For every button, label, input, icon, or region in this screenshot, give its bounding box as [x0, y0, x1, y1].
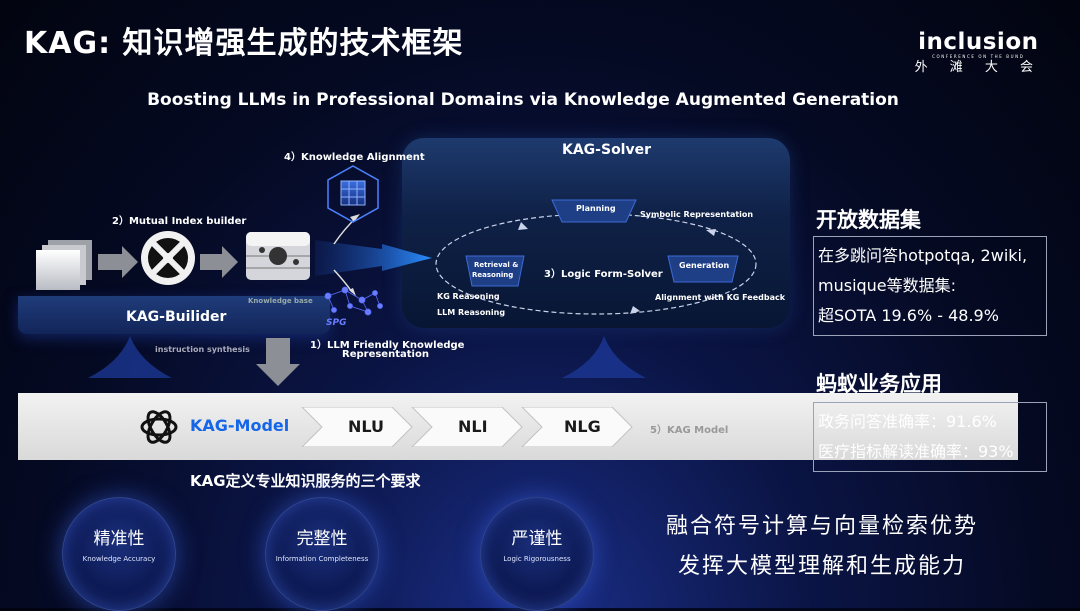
kag-solver-title: KAG-Solver — [562, 142, 652, 158]
knowledge-base-icon — [246, 232, 310, 280]
instruction-synthesis-label: instruction synthesis — [155, 345, 250, 354]
kag-builder-bar — [18, 296, 330, 334]
ant-business-heading: 蚂蚁业务应用 — [816, 372, 942, 396]
open-datasets-heading: 开放数据集 — [816, 208, 921, 232]
ant-business-line: 政务问答准确率：91.6% — [818, 412, 997, 431]
spg-graph-icon — [324, 286, 383, 316]
step-llm-friendly-line2: Representation — [342, 349, 429, 360]
requirement-completeness: 完整性 Information Completeness — [265, 497, 379, 611]
kag-builder-title: KAG-Builider — [126, 309, 227, 325]
logo-sub-text: 外 滩 大 会 — [914, 60, 1042, 75]
down-arrow-to-model — [256, 338, 300, 386]
builder-glow — [88, 336, 172, 378]
step-llm-friendly-line1: 1）LLM Friendly Knowledge — [310, 340, 465, 351]
documents-icon — [36, 240, 92, 290]
requirement-rigorousness: 严谨性 Logic Rigorousness — [480, 497, 594, 611]
planning-label: Planning — [576, 204, 616, 213]
requirement-accuracy-en: Knowledge Accuracy — [82, 555, 156, 563]
retrieval-label-line2: Reasoning — [472, 271, 514, 279]
generation-label: Generation — [679, 261, 730, 270]
step-logic-form-solver: 3）Logic Form-Solver — [544, 269, 663, 280]
retrieval-label-line1: Retrieval & — [474, 261, 519, 269]
step-kag-model: 5）KAG Model — [650, 425, 729, 436]
chevron-nlg-shape — [521, 407, 633, 447]
logo-main-text: inclusion — [918, 29, 1039, 55]
alignment-feedback-label: Alignment with KG Feedback — [655, 293, 786, 302]
chevron-nli-label: NLI — [458, 417, 488, 436]
ant-business-line: 医疗指标解读准确率：93% — [818, 442, 1014, 461]
open-datasets-line: 在多跳问答hotpotqa, 2wiki, — [818, 246, 1028, 265]
chevron-nlu-label: NLU — [348, 417, 385, 436]
requirement-rigorousness-en: Logic Rigorousness — [503, 555, 571, 563]
requirement-completeness-en: Information Completeness — [275, 555, 369, 563]
slide-title: KAG: 知识增强生成的技术框架 — [24, 26, 464, 61]
logo-small-text: CONFERENCE ON THE BUND — [932, 54, 1025, 59]
planning-node — [551, 199, 637, 223]
slogan-line-2: 发挥大模型理解和生成能力 — [678, 554, 967, 579]
index-builder-wheel-icon — [141, 231, 195, 285]
symbolic-representation-label: Symbolic Representation — [640, 210, 754, 219]
requirement-accuracy-cn: 精准性 — [93, 529, 145, 549]
kag-solver-panel — [402, 138, 790, 328]
ant-business-box: 政务问答准确率：91.6% 医疗指标解读准确率：93% — [813, 402, 1047, 472]
requirement-completeness-cn: 完整性 — [296, 529, 348, 549]
step-knowledge-alignment: 4）Knowledge Alignment — [284, 152, 425, 163]
subtitle: Boosting LLMs in Professional Domains vi… — [147, 90, 899, 110]
requirement-accuracy: 精准性 Knowledge Accuracy — [62, 497, 176, 611]
chevron-nlg-label: NLG — [564, 417, 601, 436]
chevron-nli-shape — [411, 407, 523, 447]
arrow-docs-to-wheel — [98, 246, 138, 278]
solver-glow — [562, 336, 646, 378]
retrieval-node — [465, 255, 525, 287]
llm-reasoning-label: LLM Reasoning — [437, 308, 506, 317]
slogan-line-1: 融合符号计算与向量检索优势 — [666, 514, 979, 539]
kag-model-name: KAG-Model — [190, 416, 290, 435]
beam-arrow-to-solver — [315, 240, 432, 276]
requirements-heading: KAG定义专业知识服务的三个要求 — [190, 472, 421, 490]
generation-node — [667, 255, 739, 283]
inclusion-logo: inclusion CONFERENCE ON THE BUND 外 滩 大 会 — [915, 30, 1042, 76]
arrow-wheel-to-kb — [200, 246, 238, 278]
open-datasets-line: musique等数据集: — [818, 276, 957, 295]
spg-label: SPG — [326, 318, 347, 328]
open-datasets-line: 超SOTA 19.6% - 48.9% — [818, 306, 999, 325]
knowledge-base-label: Knowledge base — [248, 297, 313, 305]
openai-logo-icon — [140, 410, 178, 444]
step-mutual-index: 2）Mutual Index builder — [112, 216, 247, 227]
model-chevrons — [301, 407, 633, 447]
open-datasets-box: 在多跳问答hotpotqa, 2wiki, musique等数据集: 超SOTA… — [813, 236, 1047, 336]
kg-reasoning-label: KG Reasoning — [437, 292, 500, 301]
chevron-nlu-shape — [301, 407, 413, 447]
knowledge-alignment-hex-icon — [327, 165, 379, 223]
requirement-rigorousness-cn: 严谨性 — [511, 529, 563, 549]
